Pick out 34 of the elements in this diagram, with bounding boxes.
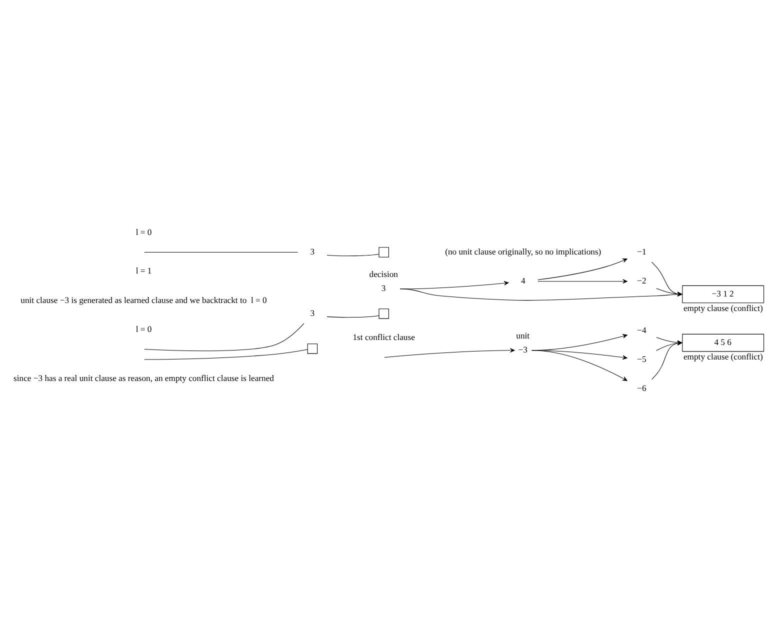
node-box xyxy=(378,246,389,257)
node-text: −4 xyxy=(637,324,646,334)
label: l = 0 xyxy=(136,226,152,236)
node-box: 4 5 6 xyxy=(682,333,764,352)
connector xyxy=(326,314,380,318)
node-label: unit xyxy=(516,330,530,340)
node-text: 4 xyxy=(520,274,526,285)
node-text: 3 xyxy=(310,246,315,256)
label: since −3 has a real unit clause as reason, an empty conflict clause is learned xyxy=(14,372,274,382)
connector xyxy=(326,253,380,256)
node-text: 3 xyxy=(310,307,315,318)
node-text: 3 xyxy=(381,282,386,292)
node-text: −1 xyxy=(637,246,646,256)
connector xyxy=(144,348,308,360)
label: (no unit clause originally, so no implications) xyxy=(445,246,602,256)
node-label: decision xyxy=(369,268,398,278)
node-text: −2 xyxy=(637,274,646,285)
label: unit clause −3 is generated as learned clause and we backtrackt to l = 0 xyxy=(20,294,267,304)
node-box: −3 1 2 xyxy=(682,284,764,303)
node-box xyxy=(307,343,318,354)
arrow xyxy=(538,278,628,284)
node-box xyxy=(378,308,389,318)
arrow xyxy=(532,350,628,380)
node-text: −5 xyxy=(637,354,646,364)
label: l = 0 xyxy=(136,323,152,334)
label: 1st conflict clause xyxy=(352,331,415,342)
connector xyxy=(144,251,298,252)
node-label: empty clause (conflict) xyxy=(683,302,763,312)
node-label: empty clause (conflict) xyxy=(683,350,763,361)
node-text: −3 xyxy=(518,344,528,354)
node-text: −6 xyxy=(637,382,646,393)
label: l = 1 xyxy=(136,265,152,276)
connector xyxy=(144,322,304,351)
arrow xyxy=(538,258,628,280)
